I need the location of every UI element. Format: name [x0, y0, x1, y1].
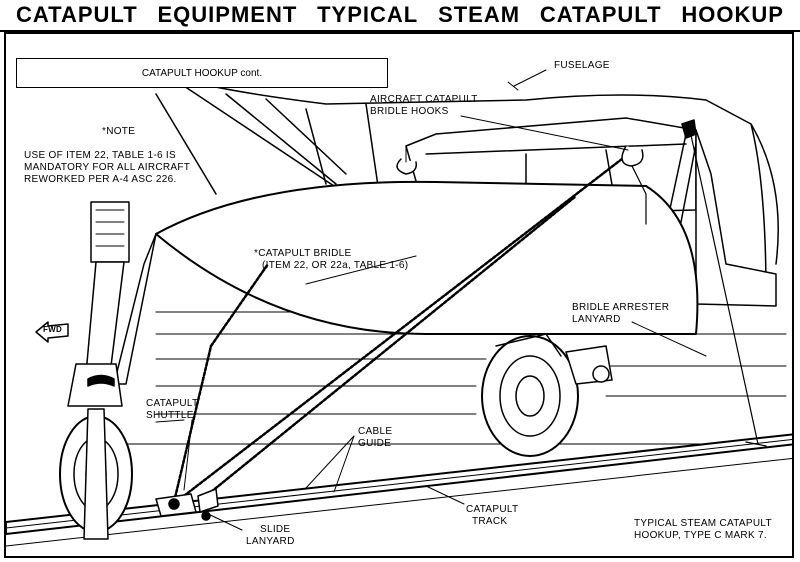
label-bridle-hooks: AIRCRAFT CATAPULT BRIDLE HOOKS [370, 94, 478, 117]
bridle-hooks-drawing [396, 119, 697, 175]
figure-caption: TYPICAL STEAM CATAPULT HOOKUP, TYPE C MA… [634, 518, 772, 541]
fwd-arrow-shape [35, 321, 69, 343]
label-fuselage: FUSELAGE [554, 60, 610, 71]
nose-gear-strut [67, 201, 157, 407]
title-word: EQUIPMENT [157, 2, 298, 27]
note-heading: *NOTE [102, 126, 136, 137]
leader-lines [155, 69, 707, 531]
label-bridle-arrester: BRIDLE ARRESTER LANYARD [572, 302, 670, 325]
label-cable-guide: CABLE GUIDE [358, 426, 393, 449]
arrester-lanyard [625, 125, 767, 447]
title-word: STEAM [438, 2, 521, 27]
label-catapult-bridle: *CATAPULT BRIDLE (ITEM 22, OR 22a, TABLE… [254, 248, 409, 271]
shuttle-drawing [155, 488, 219, 521]
title-word: CATAPULT [539, 2, 662, 27]
title-word: CATAPULT [16, 2, 138, 27]
nose-wheel [59, 408, 133, 540]
drop-tank [155, 180, 699, 335]
title-word: TYPICAL [317, 2, 419, 27]
section-title-box: CATAPULT HOOKUP cont. [16, 58, 388, 88]
label-slide-lanyard: SLIDE LANYARD [246, 524, 295, 547]
illustration-frame: CATAPULT HOOKUP cont. FUSELAGE AIRCRAFT … [4, 32, 794, 558]
section-title: CATAPULT HOOKUP cont. [141, 67, 263, 79]
page-title: CATAPULT EQUIPMENT TYPICAL STEAM CATAPUL… [0, 0, 800, 30]
catapult-bridle-cables [172, 150, 633, 504]
catapult-hookup-illustration [6, 69, 792, 547]
label-catapult-shuttle: CATAPULT SHUTTLE [146, 398, 199, 421]
page-header: CATAPULT EQUIPMENT TYPICAL STEAM CATAPUL… [0, 0, 800, 32]
main-wheel [481, 333, 613, 457]
fwd-label: FWD [43, 325, 63, 334]
note-text: USE OF ITEM 22, TABLE 1-6 IS MANDATORY F… [24, 150, 191, 185]
label-catapult-track: CATAPULT TRACK [466, 504, 519, 527]
title-word: HOOKUP [681, 2, 784, 27]
